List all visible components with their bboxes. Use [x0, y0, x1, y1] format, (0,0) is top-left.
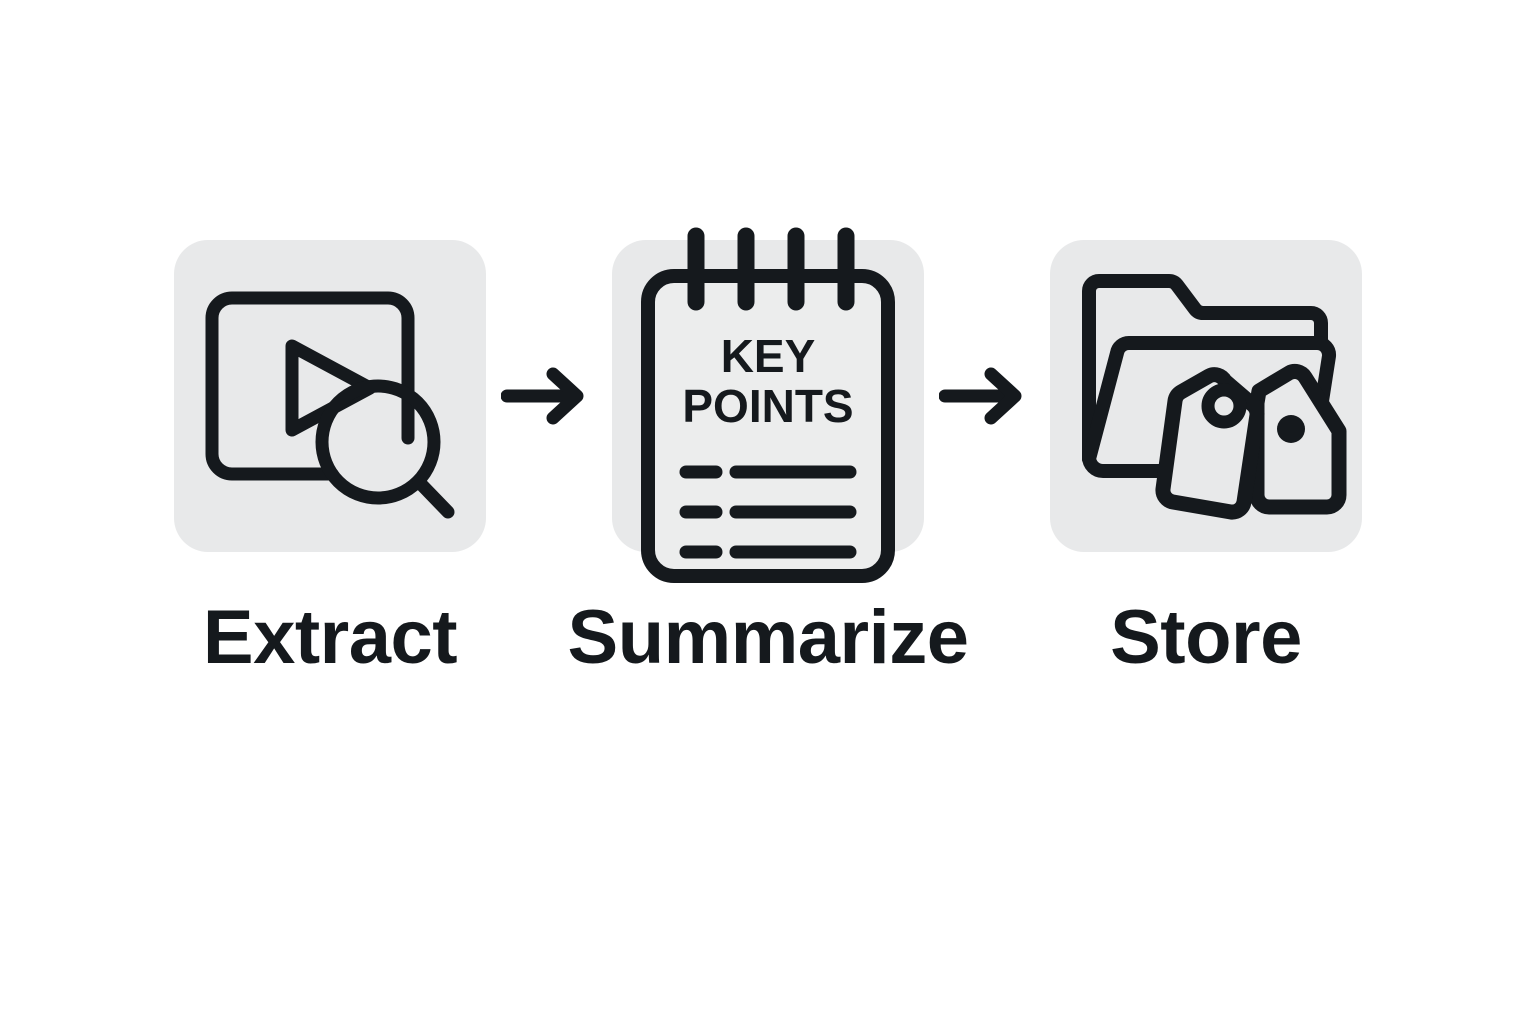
stage-store-icon-tile	[1050, 240, 1362, 552]
folder-tags-icon	[1082, 274, 1347, 520]
arrow-head	[546, 367, 584, 425]
stage-summarize-icon-tile: KEY POINTS	[612, 227, 924, 583]
magnifier-handle-icon	[412, 475, 455, 519]
connector-extract-to-summarize	[495, 240, 603, 552]
notepad-heading-line-2: POINTS	[682, 380, 853, 432]
stage-extract-label: Extract	[202, 595, 458, 680]
stage-store-label: Store	[1110, 595, 1302, 680]
stage-summarize-label: Summarize	[567, 595, 970, 680]
stage-extract: Extract	[165, 0, 495, 676]
notepad-key-points-icon: KEY POINTS	[641, 227, 895, 583]
connector-summarize-to-store	[933, 240, 1041, 552]
tag-front-hole-ring	[1201, 383, 1247, 429]
notepad-bullet-lines-group	[679, 465, 857, 559]
stage-extract-icon-tile	[174, 240, 486, 552]
magnifier-lens-icon	[315, 379, 441, 505]
stage-summarize: KEY POINTS Summarize	[568, 0, 969, 676]
notepad-body	[641, 269, 895, 583]
arrow-head	[984, 367, 1022, 425]
video-search-icon	[205, 291, 455, 519]
stage-store: Store	[1041, 0, 1371, 676]
tag-back-hole-dot	[1277, 415, 1305, 443]
arrow-right-icon	[939, 367, 1022, 425]
arrow-right-icon	[501, 367, 584, 425]
notepad-heading-line-1: KEY	[721, 330, 816, 382]
video-frame-shape	[205, 291, 415, 481]
spiral-rings-group	[687, 227, 855, 311]
